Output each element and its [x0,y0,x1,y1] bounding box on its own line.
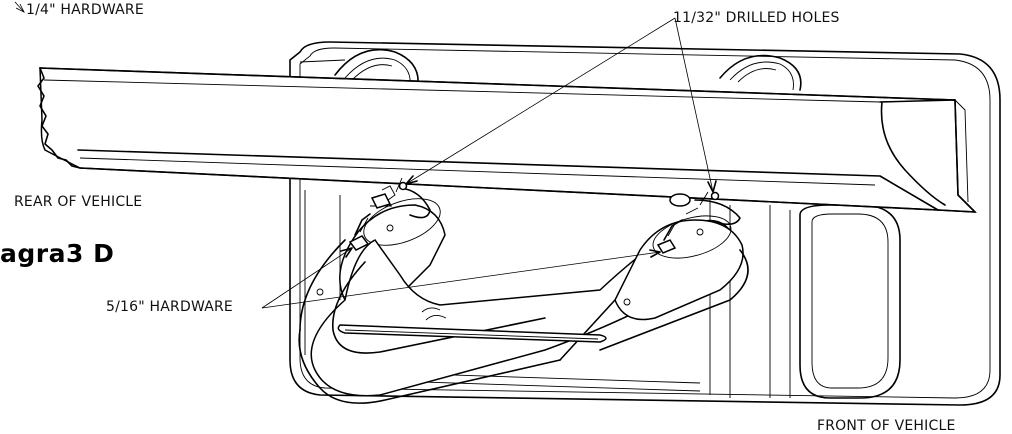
hardware-bolts [348,177,720,254]
step-tube [298,198,749,404]
leader-lines [14,1,717,309]
label-drilled-holes: 11/32" DRILLED HOLES [673,10,840,26]
bumper-beam [37,67,977,213]
upper-bracket-bulges [299,48,802,91]
label-quarter-inch-hardware: 1/4" HARDWARE [26,2,144,18]
title-fragment: agra3 D [0,239,115,268]
label-five-sixteenths-hardware: 5/16" HARDWARE [106,299,233,315]
label-rear-of-vehicle: REAR OF VEHICLE [14,194,143,210]
label-front-of-vehicle: FRONT OF VEHICLE [817,418,956,434]
